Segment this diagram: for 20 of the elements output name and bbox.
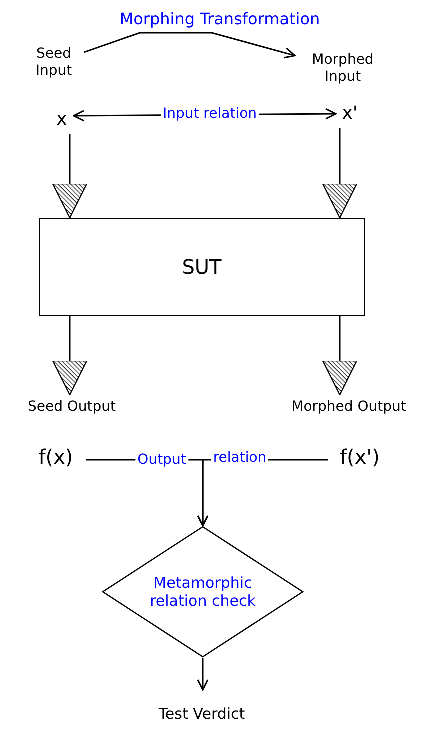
variable-label: x <box>56 109 68 131</box>
arrow <box>322 316 358 396</box>
function-label: f(x) <box>38 445 74 469</box>
input-label: Morphed Input <box>311 52 375 86</box>
arrow <box>322 128 358 219</box>
edge-label: Output <box>136 452 188 468</box>
output-label: Seed Output <box>28 398 116 416</box>
variable-label: x' <box>342 103 358 125</box>
process-box <box>39 218 365 316</box>
function-label: f(x') <box>340 445 380 469</box>
arrow <box>52 316 88 396</box>
arrow <box>197 658 209 691</box>
decision-label: Metamorphic relation check <box>149 574 257 610</box>
arrow <box>52 134 88 219</box>
box-label: SUT <box>182 255 222 279</box>
output-label: Morphed Output <box>292 398 406 416</box>
edge-label: Input relation <box>160 106 260 122</box>
verdict-label: Test Verdict <box>158 705 246 723</box>
input-label: Seed Input <box>34 46 74 80</box>
arrow <box>84 32 296 59</box>
